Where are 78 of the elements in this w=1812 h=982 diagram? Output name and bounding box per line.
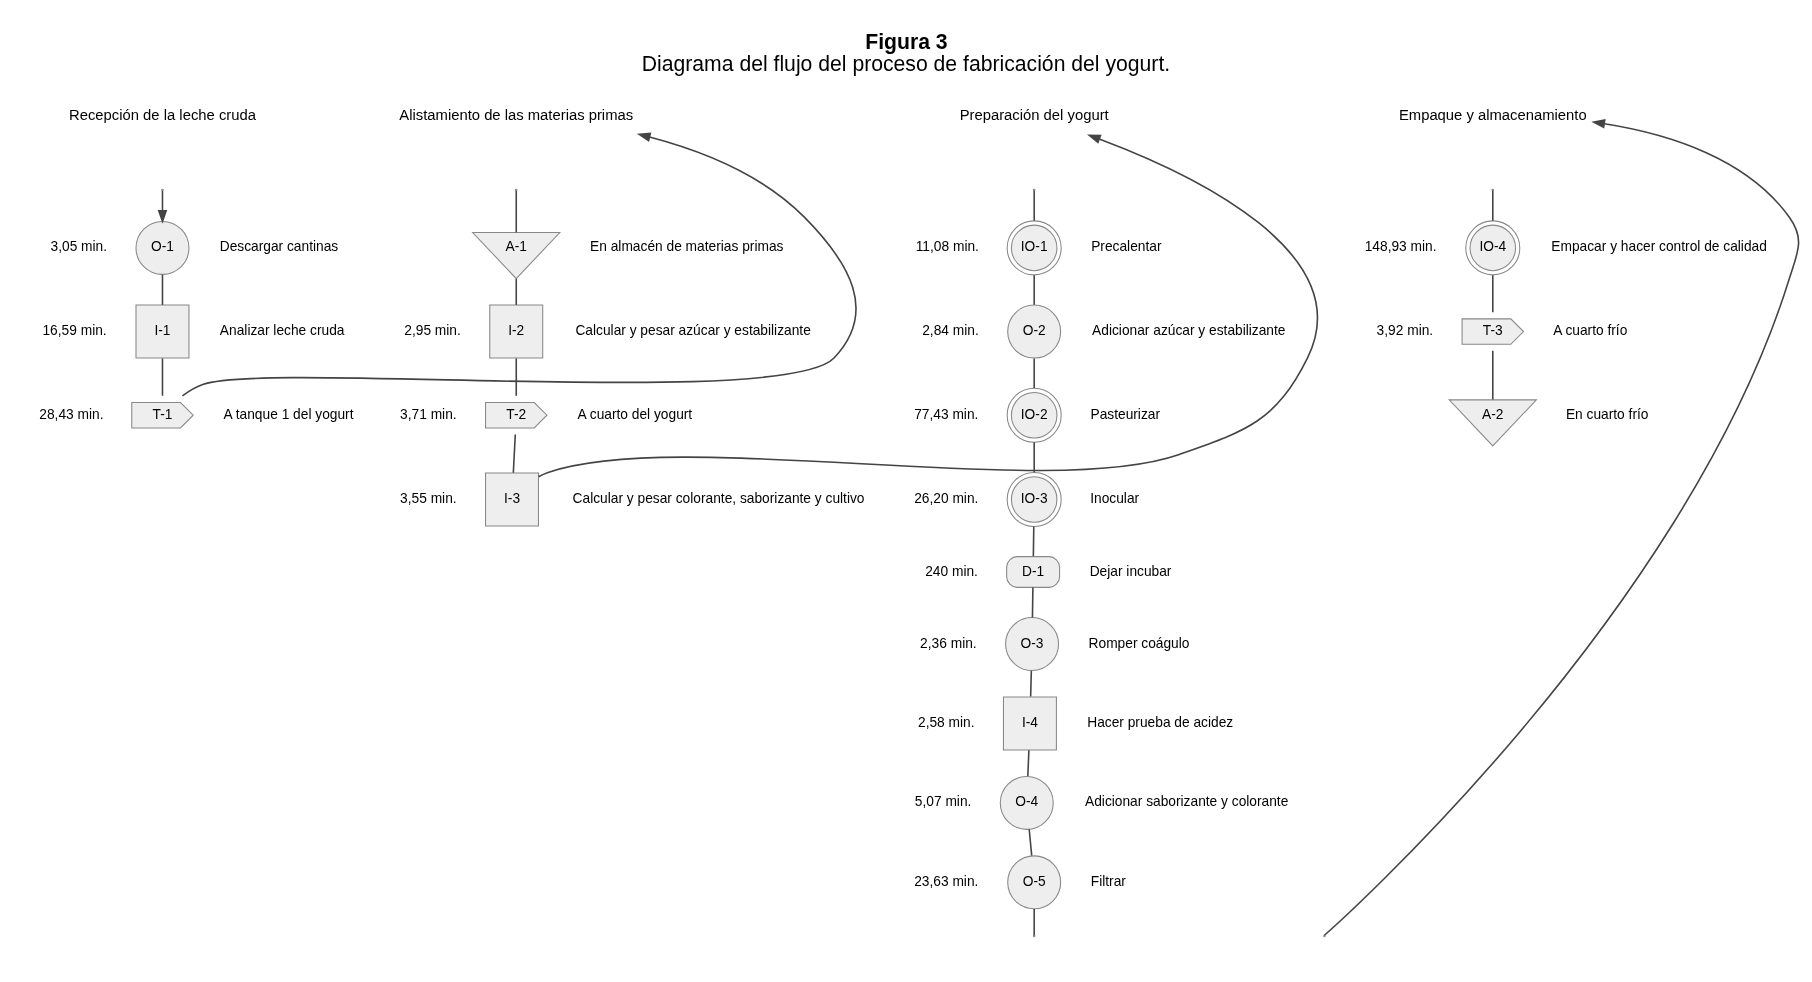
connector [161,273,164,306]
node-label: 11,08 min. [915,238,979,254]
connector [1033,357,1035,389]
node-label: Calcular y pesar colorante, saborizante y cultivo [572,490,865,506]
connector [1031,586,1034,618]
node-label: 3,55 min. [400,490,457,506]
node-label: 2,84 min. [922,322,979,338]
connector [1033,273,1035,306]
connector [1028,827,1033,856]
node-box: I-1 [135,304,190,359]
node-label: 16,59 min. [42,322,107,338]
arrow [157,189,168,224]
node-circle: O-1 [135,220,190,275]
connector [1033,440,1035,473]
node-circle: IO-2 [1006,387,1062,443]
node-label: En cuarto frío [1565,406,1649,422]
node-circle: O-4 [999,775,1054,830]
node-label: 240 min. [925,563,978,579]
node-label: 26,20 min. [914,490,979,506]
arrow [1323,118,1800,936]
connector [515,277,518,306]
node-text: Preparación del yogurt [959,106,1109,123]
node-box: I-2 [489,304,544,359]
connector [1492,189,1494,221]
connector [1033,907,1035,936]
node-label: 5,07 min. [914,794,972,809]
node-label: 148,93 min. [1364,238,1437,254]
node-label: En almacén de materias primas [590,238,784,254]
arrow [537,133,1318,477]
connector [1029,669,1033,697]
connector [1492,349,1494,400]
connector [161,357,164,397]
node-label: Adicionar saborizante y colorante [1085,794,1289,809]
node-label: 3,92 min. [1376,322,1434,338]
connector [512,433,517,474]
node-label: 2,36 min. [920,635,977,651]
node-label: 77,43 min. [914,406,979,422]
node-label: 3,05 min. [50,238,108,254]
node-circle: IO-3 [1006,471,1062,527]
node-label: 23,63 min. [914,873,979,889]
node-label: Romper coágulo [1088,635,1190,651]
node-label: 3,71 min. [400,406,457,422]
diagram-title: Figura 3 [865,29,948,53]
node-circle: O-3 [1005,616,1060,671]
node-circle: IO-4 [1465,219,1521,275]
connector [1033,189,1035,221]
node-label: Hacer prueba de acidez [1087,714,1234,730]
node-circle: O-2 [1007,304,1062,359]
node-label: A cuarto del yogurt [577,406,693,422]
node-circle: O-5 [1007,854,1062,909]
connector [1032,525,1035,557]
node-label: Adicionar azúcar y estabilizante [1092,322,1286,338]
node-box: D-1 [1006,555,1061,588]
node-text: Empaque y almacenamiento [1398,106,1587,123]
node-label: Inocular [1090,490,1140,506]
node-label: A cuarto frío [1553,322,1628,338]
node-label: Pasteurizar [1090,406,1161,422]
node-label: Analizar leche cruda [219,322,345,338]
node-label: 28,43 min. [39,406,104,422]
connector [1492,273,1494,313]
node-circle: IO-1 [1006,219,1062,275]
node-label: A tanque 1 del yogurt [223,406,354,422]
arrow [181,132,857,397]
node-label: Descargar cantinas [219,238,339,254]
connector [1027,748,1030,777]
node-box: I-3 [485,471,539,526]
connector [515,189,518,233]
node-label: Empacar y hacer control de calidad [1551,238,1767,254]
node-label: 2,58 min. [917,714,975,730]
node-label: 2,95 min. [404,322,461,338]
label: Recepción de la leche cruda [69,106,256,123]
node-label: Precalentar [1091,238,1162,254]
node-label: Filtrar [1090,873,1126,889]
node-text: Alistamiento de las materias primas [399,106,634,123]
node-box: I-4 [1002,695,1057,750]
connector [515,357,518,397]
node-label: Dejar incubar [1089,563,1172,579]
node-label: Calcular y pesar azúcar y estabilizante [575,322,811,338]
